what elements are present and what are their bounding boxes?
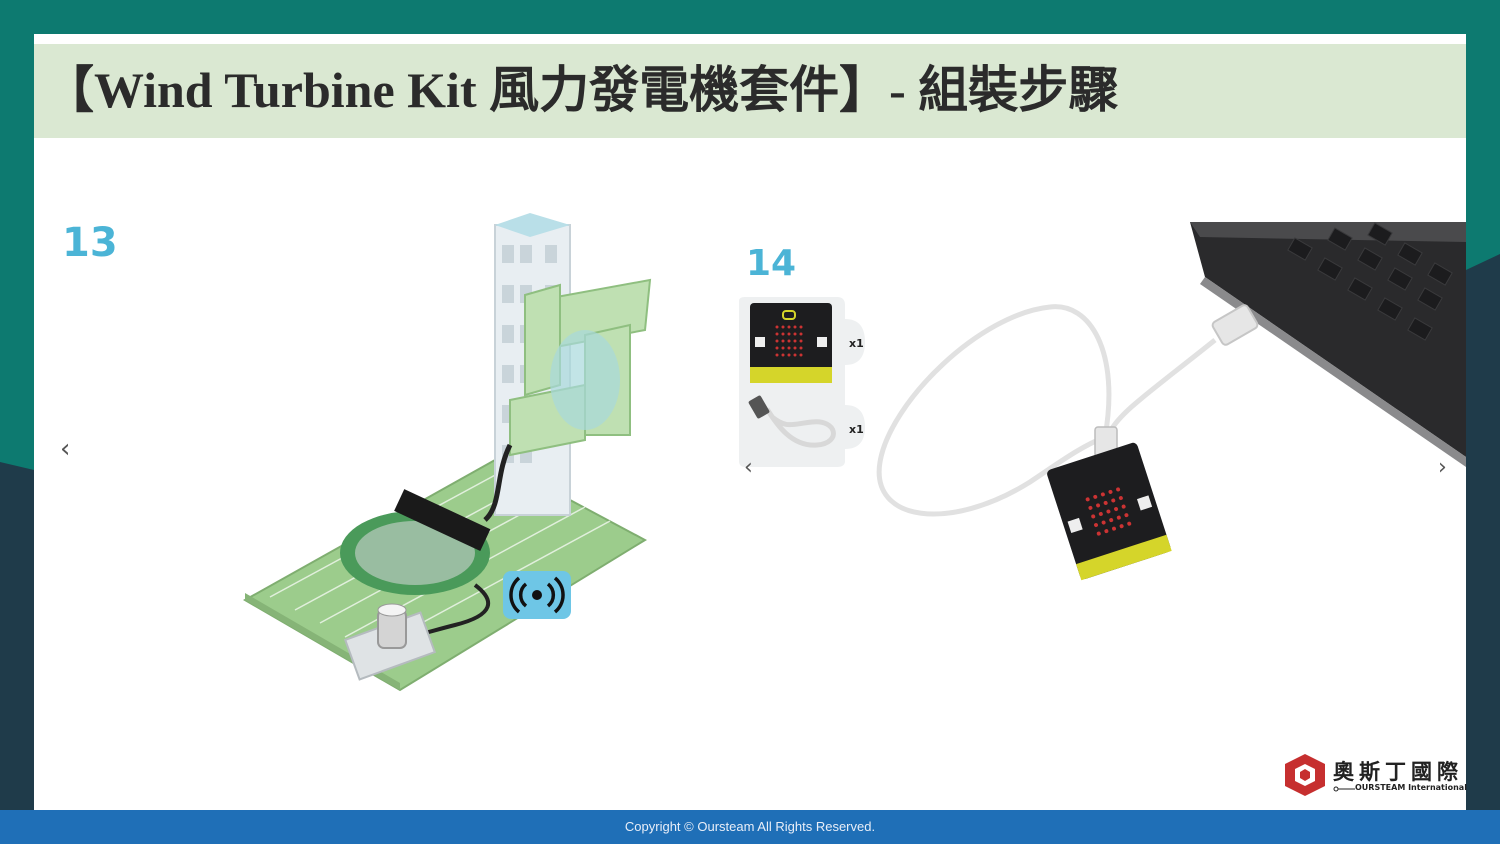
part-2-qty: x1 xyxy=(849,423,864,436)
logo-name-en: OURSTEAM International xyxy=(1355,783,1467,792)
step-13-prev-arrow[interactable]: ‹ xyxy=(60,434,71,464)
step-14-parts-panel: x1 x1 xyxy=(739,297,865,467)
part-1-qty: x1 xyxy=(849,337,864,350)
step-14-prev-arrow[interactable]: ‹ xyxy=(744,455,753,480)
page-title: 【Wind Turbine Kit 風力發電機套件】- 組裝步驟 xyxy=(44,62,1119,118)
footer-bar xyxy=(0,810,1500,844)
step-13-illustration xyxy=(242,213,652,692)
logo-line xyxy=(1333,786,1355,792)
title-bar xyxy=(34,44,1466,138)
step-14-number: 14 xyxy=(746,243,797,284)
logo-name-cn: 奧斯丁國際 xyxy=(1333,760,1463,784)
step-14-illustration xyxy=(876,222,1466,581)
step-13-number: 13 xyxy=(62,220,118,266)
copyright-text: Copyright © Oursteam All Rights Reserved… xyxy=(624,819,876,834)
oursteam-logo-icon xyxy=(1285,754,1325,796)
next-arrow[interactable]: › xyxy=(1438,455,1447,480)
